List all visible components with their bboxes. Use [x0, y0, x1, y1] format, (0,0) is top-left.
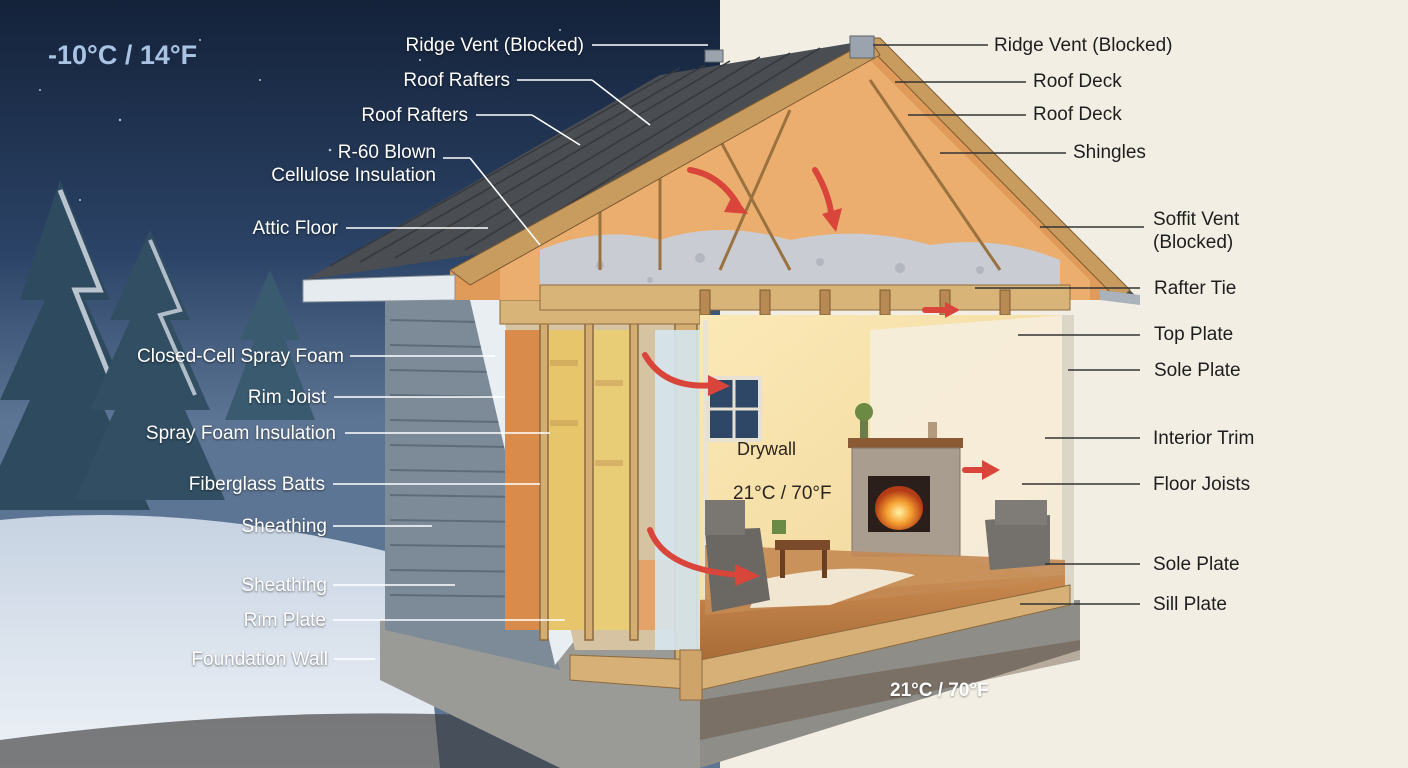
- label-right-sill-plate: Sill Plate: [1153, 594, 1227, 615]
- label-right-roof-deck-2: Roof Deck: [1033, 104, 1122, 125]
- label-left-fiberglass-batts: Fiberglass Batts: [188, 474, 325, 495]
- window-opening: [655, 330, 700, 650]
- label-right-roof-deck-1: Roof Deck: [1033, 71, 1122, 92]
- label-right-soffit-vent: Soffit Vent (Blocked): [1153, 208, 1239, 254]
- label-right-top-plate: Top Plate: [1154, 324, 1234, 345]
- snow-ground: [0, 515, 440, 768]
- label-left-rim-joist: Rim Joist: [247, 387, 326, 408]
- label-left-ridge-vent: Ridge Vent (Blocked): [405, 35, 585, 56]
- armchair-right: [985, 515, 1050, 570]
- dirt-patch: [0, 713, 560, 768]
- label-left-roof-rafters-2: Roof Rafters: [361, 105, 468, 126]
- shingle-lines: [329, 47, 821, 267]
- label-left-attic-floor: Attic Floor: [252, 218, 338, 239]
- label-right-soffit-vent-line2: (Blocked): [1153, 232, 1234, 253]
- interior-trim-post: [1062, 315, 1074, 605]
- label-right-sole-plate-1: Sole Plate: [1154, 360, 1241, 381]
- label-left-sheathing-1: Sheathing: [241, 516, 327, 537]
- left-rafter: [449, 39, 881, 286]
- label-left-cellulose: R-60 Blown Cellulose Insulation: [271, 141, 436, 187]
- indoor-temperature: 21°C / 70°F: [733, 483, 832, 504]
- gutter: [302, 274, 456, 303]
- label-right-interior-trim: Interior Trim: [1153, 428, 1255, 449]
- label-right-ridge-vent: Ridge Vent (Blocked): [994, 35, 1173, 56]
- left-leader-lines: [333, 44, 708, 660]
- pine-trees: [0, 180, 315, 510]
- label-right-soffit-vent-line1: Soffit Vent: [1153, 209, 1240, 230]
- label-right-shingles: Shingles: [1073, 142, 1146, 163]
- label-left-foundation-wall: Foundation Wall: [191, 649, 328, 670]
- rafter-tie-beam: [539, 284, 1071, 311]
- outdoor-temperature: -10°C / 14°F: [48, 40, 198, 70]
- mantel: [848, 438, 963, 448]
- label-left-rim-plate: Rim Plate: [243, 610, 326, 631]
- right-leader-lines: [873, 44, 1144, 605]
- ridge-vent: [849, 35, 875, 59]
- label-right-rafter-tie: Rafter Tie: [1154, 278, 1237, 299]
- label-left-closed-cell-spray-foam: Closed-Cell Spray Foam: [137, 346, 344, 367]
- label-right-sole-plate-2: Sole Plate: [1153, 554, 1240, 575]
- coffee-table: [775, 540, 830, 550]
- label-right-floor-joists: Floor Joists: [1153, 474, 1251, 495]
- label-left-cellulose-line1: R-60 Blown: [337, 142, 436, 163]
- room-drywall-label: Drywall: [737, 439, 797, 459]
- fiberglass-batt: [545, 330, 585, 630]
- label-left-sheathing-2: Sheathing: [241, 575, 327, 596]
- foundation-temperature: 21°C / 70°F: [890, 680, 989, 701]
- heat-arrow-heads: [708, 194, 1000, 586]
- spray-foam-wall: [505, 330, 540, 630]
- label-left-roof-rafters-1: Roof Rafters: [403, 70, 510, 91]
- label-left-spray-foam-insulation: Spray Foam Insulation: [145, 423, 336, 444]
- fire-flame: [875, 486, 923, 530]
- area-rug: [750, 568, 915, 608]
- blown-cellulose: [540, 230, 1060, 300]
- label-left-cellulose-line2: Cellulose Insulation: [271, 165, 436, 186]
